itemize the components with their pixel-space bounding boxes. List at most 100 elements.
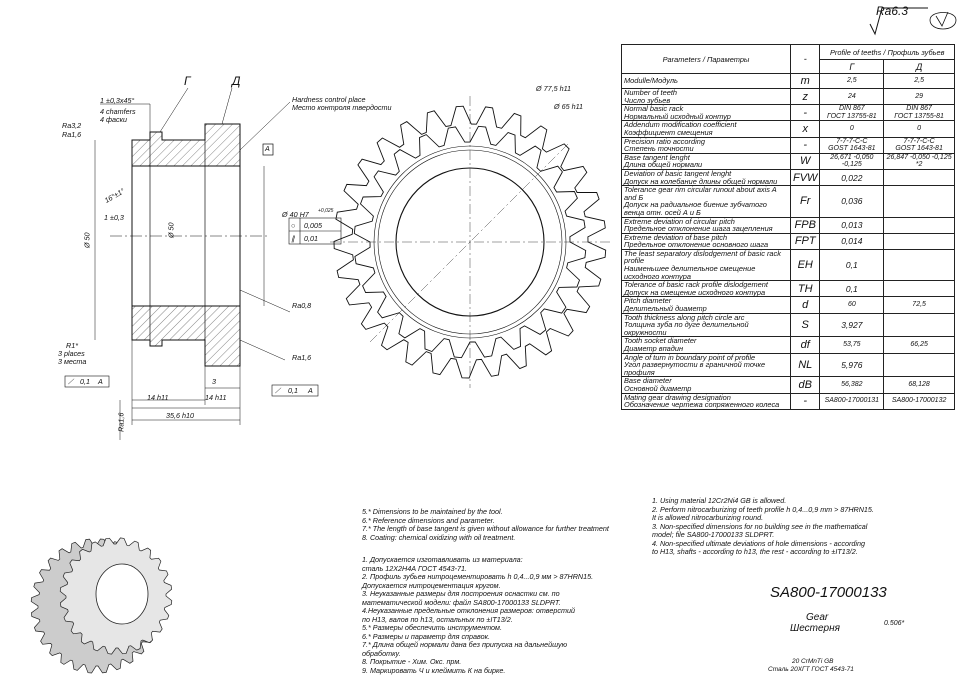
- gtol-1-val: 0,005: [304, 221, 322, 230]
- drawing-number: SA800-17000133: [770, 584, 887, 601]
- param-symbol: W: [789, 152, 821, 170]
- param-name: Base tangent lenght Длина общей нормали: [621, 152, 791, 170]
- param-name: Tolerance of basic rack profile dislodge…: [621, 280, 791, 298]
- param-symbol: z: [789, 87, 821, 106]
- runout-left-datum: A: [98, 377, 103, 386]
- param-value-g: 60: [819, 296, 885, 314]
- param-name: Modulle/Модуль: [621, 73, 791, 89]
- note-line: математической модели: файл SA800-170001…: [362, 597, 561, 607]
- letter-d: Д: [232, 74, 241, 88]
- param-value-empty: [883, 232, 955, 250]
- param-name: Tooth thickness along pitch circle arc Т…: [621, 312, 791, 338]
- dia-left: Ø 50: [82, 232, 92, 249]
- center-line: [369, 141, 571, 343]
- bore-tol: +0,025: [318, 208, 334, 214]
- param-name: Base diameter Основной диаметр: [621, 376, 791, 394]
- notes-en-right: 1. Using material 12Cr2Ni4 GB is allowed…: [652, 496, 874, 557]
- param-value-d: 7-7-7-C-C GOST 1643-81: [883, 136, 955, 154]
- gtol-2-val: 0,01: [304, 234, 318, 243]
- roughness-symbol-icon: [869, 7, 957, 36]
- note-line: 6.* Reference dimensions and parameter.: [362, 515, 495, 525]
- dim-14-right: 14 h11: [205, 393, 227, 402]
- param-value-d: 0: [883, 120, 955, 138]
- param-value: 0,014: [819, 232, 885, 250]
- runout-right-datum: A: [308, 386, 313, 395]
- param-symbol: EH: [789, 248, 821, 282]
- col-d: Д: [883, 59, 955, 74]
- dim-14-left: 14 h11: [147, 393, 169, 402]
- param-name: Number of teeth Число зубьев: [621, 87, 791, 106]
- ra-left-2: Ra1,6: [62, 130, 82, 139]
- param-value: 0,036: [819, 185, 885, 218]
- param-symbol: FPB: [789, 216, 821, 234]
- param-value: 3,927: [819, 312, 885, 338]
- gtol-2-sym: ∥: [291, 234, 295, 243]
- param-value-g: DIN 867 ГОСТ 13755-81: [819, 104, 885, 122]
- param-symbol: NL: [789, 352, 821, 378]
- table-row: Extreme deviation of base pitch Предельн…: [621, 232, 955, 250]
- table-row: Mating gear drawing designation Обозначе…: [621, 392, 955, 410]
- table-row: Angle of turn in boundary point of profi…: [621, 352, 955, 378]
- table-row: Tolerance of basic rack profile dislodge…: [621, 280, 955, 298]
- param-value-d: 26,847 -0,050 -0,125 *2: [883, 152, 955, 170]
- datum-a: A: [265, 144, 270, 153]
- gear-d2: Ø 65 h11: [554, 102, 584, 111]
- param-name: Normal basic rack Нормальный исходный ко…: [621, 104, 791, 122]
- param-name: Addendum modification coefficient Коэффи…: [621, 120, 791, 138]
- radius-en: 3 places: [58, 349, 85, 358]
- param-value-empty: [883, 312, 955, 338]
- material-1: 20 CrMnTi GB: [792, 658, 834, 665]
- chamfer-dim: 1 ±0,3x45°: [100, 96, 135, 105]
- param-value-g: 53,75: [819, 336, 885, 354]
- param-value-d: 66,25: [883, 336, 955, 354]
- runout-right-val: 0,1: [288, 386, 298, 395]
- note-line: 7.* Длина общей нормали дана без припуск…: [362, 640, 568, 649]
- radius-ru: 3 места: [58, 357, 87, 366]
- param-value: 0,013: [819, 216, 885, 234]
- param-value-g: 26,671 -0,050 -0,125: [819, 152, 885, 170]
- param-name: Extreme deviation of circular pitch Пред…: [621, 216, 791, 234]
- radius-dim: R1*: [66, 341, 78, 350]
- param-symbol: TH: [789, 280, 821, 298]
- note-line: It is allowed nitrocarburizing round.: [652, 513, 764, 522]
- runout-right-sym: ⟋: [275, 386, 281, 395]
- gear-d1: Ø 77,5 h11: [536, 84, 572, 93]
- param-value-g: SA800-17000131: [819, 392, 885, 410]
- table-row: Extreme deviation of circular pitch Пред…: [621, 216, 955, 234]
- note-line: 3. Неуказанные размеры для построения ос…: [362, 589, 560, 598]
- ra-face: Ra1,6: [292, 353, 312, 362]
- bore-dim: Ø 40 H7: [282, 210, 309, 219]
- note-line: 5.* Dimensions to be maintained by the t…: [362, 507, 503, 516]
- gear-3d-view: [30, 537, 173, 674]
- param-value-d: 72,5: [883, 296, 955, 314]
- param-value-empty: [883, 352, 955, 378]
- param-name: Deviation of basic tangent lenght Допуск…: [621, 168, 791, 187]
- param-symbol: d: [789, 296, 821, 314]
- ra-bottom: Ra1,6: [116, 412, 126, 432]
- table-row: Precision ratio according Степень точнос…: [621, 136, 955, 154]
- note-line: сталь 12Х2Н4А ГОСТ 4543-71.: [362, 563, 467, 573]
- param-symbol: df: [789, 336, 821, 354]
- param-name: Angle of turn in boundary point of profi…: [621, 352, 791, 378]
- param-value-d: SA800-17000132: [883, 392, 955, 410]
- param-symbol: -: [789, 104, 821, 122]
- note-line: 2. Профиль зубьев нитроцементировать h 0…: [362, 572, 594, 581]
- param-symbol: Fr: [789, 185, 821, 218]
- general-roughness: Ra6.3: [876, 4, 909, 18]
- notes-en-left: 5.* Dimensions to be maintained by the t…: [362, 507, 609, 542]
- table-row: Tolerance gear rim circular runout about…: [621, 185, 955, 218]
- note-line: по Н13, валов по h13, остальных по ±IT13…: [362, 614, 513, 624]
- header-profile: Profile of teeths / Профиль зубьев: [819, 44, 955, 60]
- param-name: Pitch diameter Делительный диаметр: [621, 296, 791, 314]
- ra-bore: Ra0,8: [292, 301, 312, 310]
- param-value-g: 7-7-7-C-C GOST 1643-81: [819, 136, 885, 154]
- param-symbol: S: [789, 312, 821, 338]
- note-line: обработку.: [362, 648, 401, 658]
- note-line: 1. Using material 12Cr2Ni4 GB is allowed…: [652, 496, 787, 505]
- param-name: Tolerance gear rim circular runout about…: [621, 185, 791, 218]
- dia-inner: Ø 50: [166, 222, 176, 239]
- col-g: Г: [819, 59, 885, 74]
- param-value-empty: [883, 168, 955, 187]
- note-line: 6.* Размеры и параметр для справок.: [362, 631, 490, 641]
